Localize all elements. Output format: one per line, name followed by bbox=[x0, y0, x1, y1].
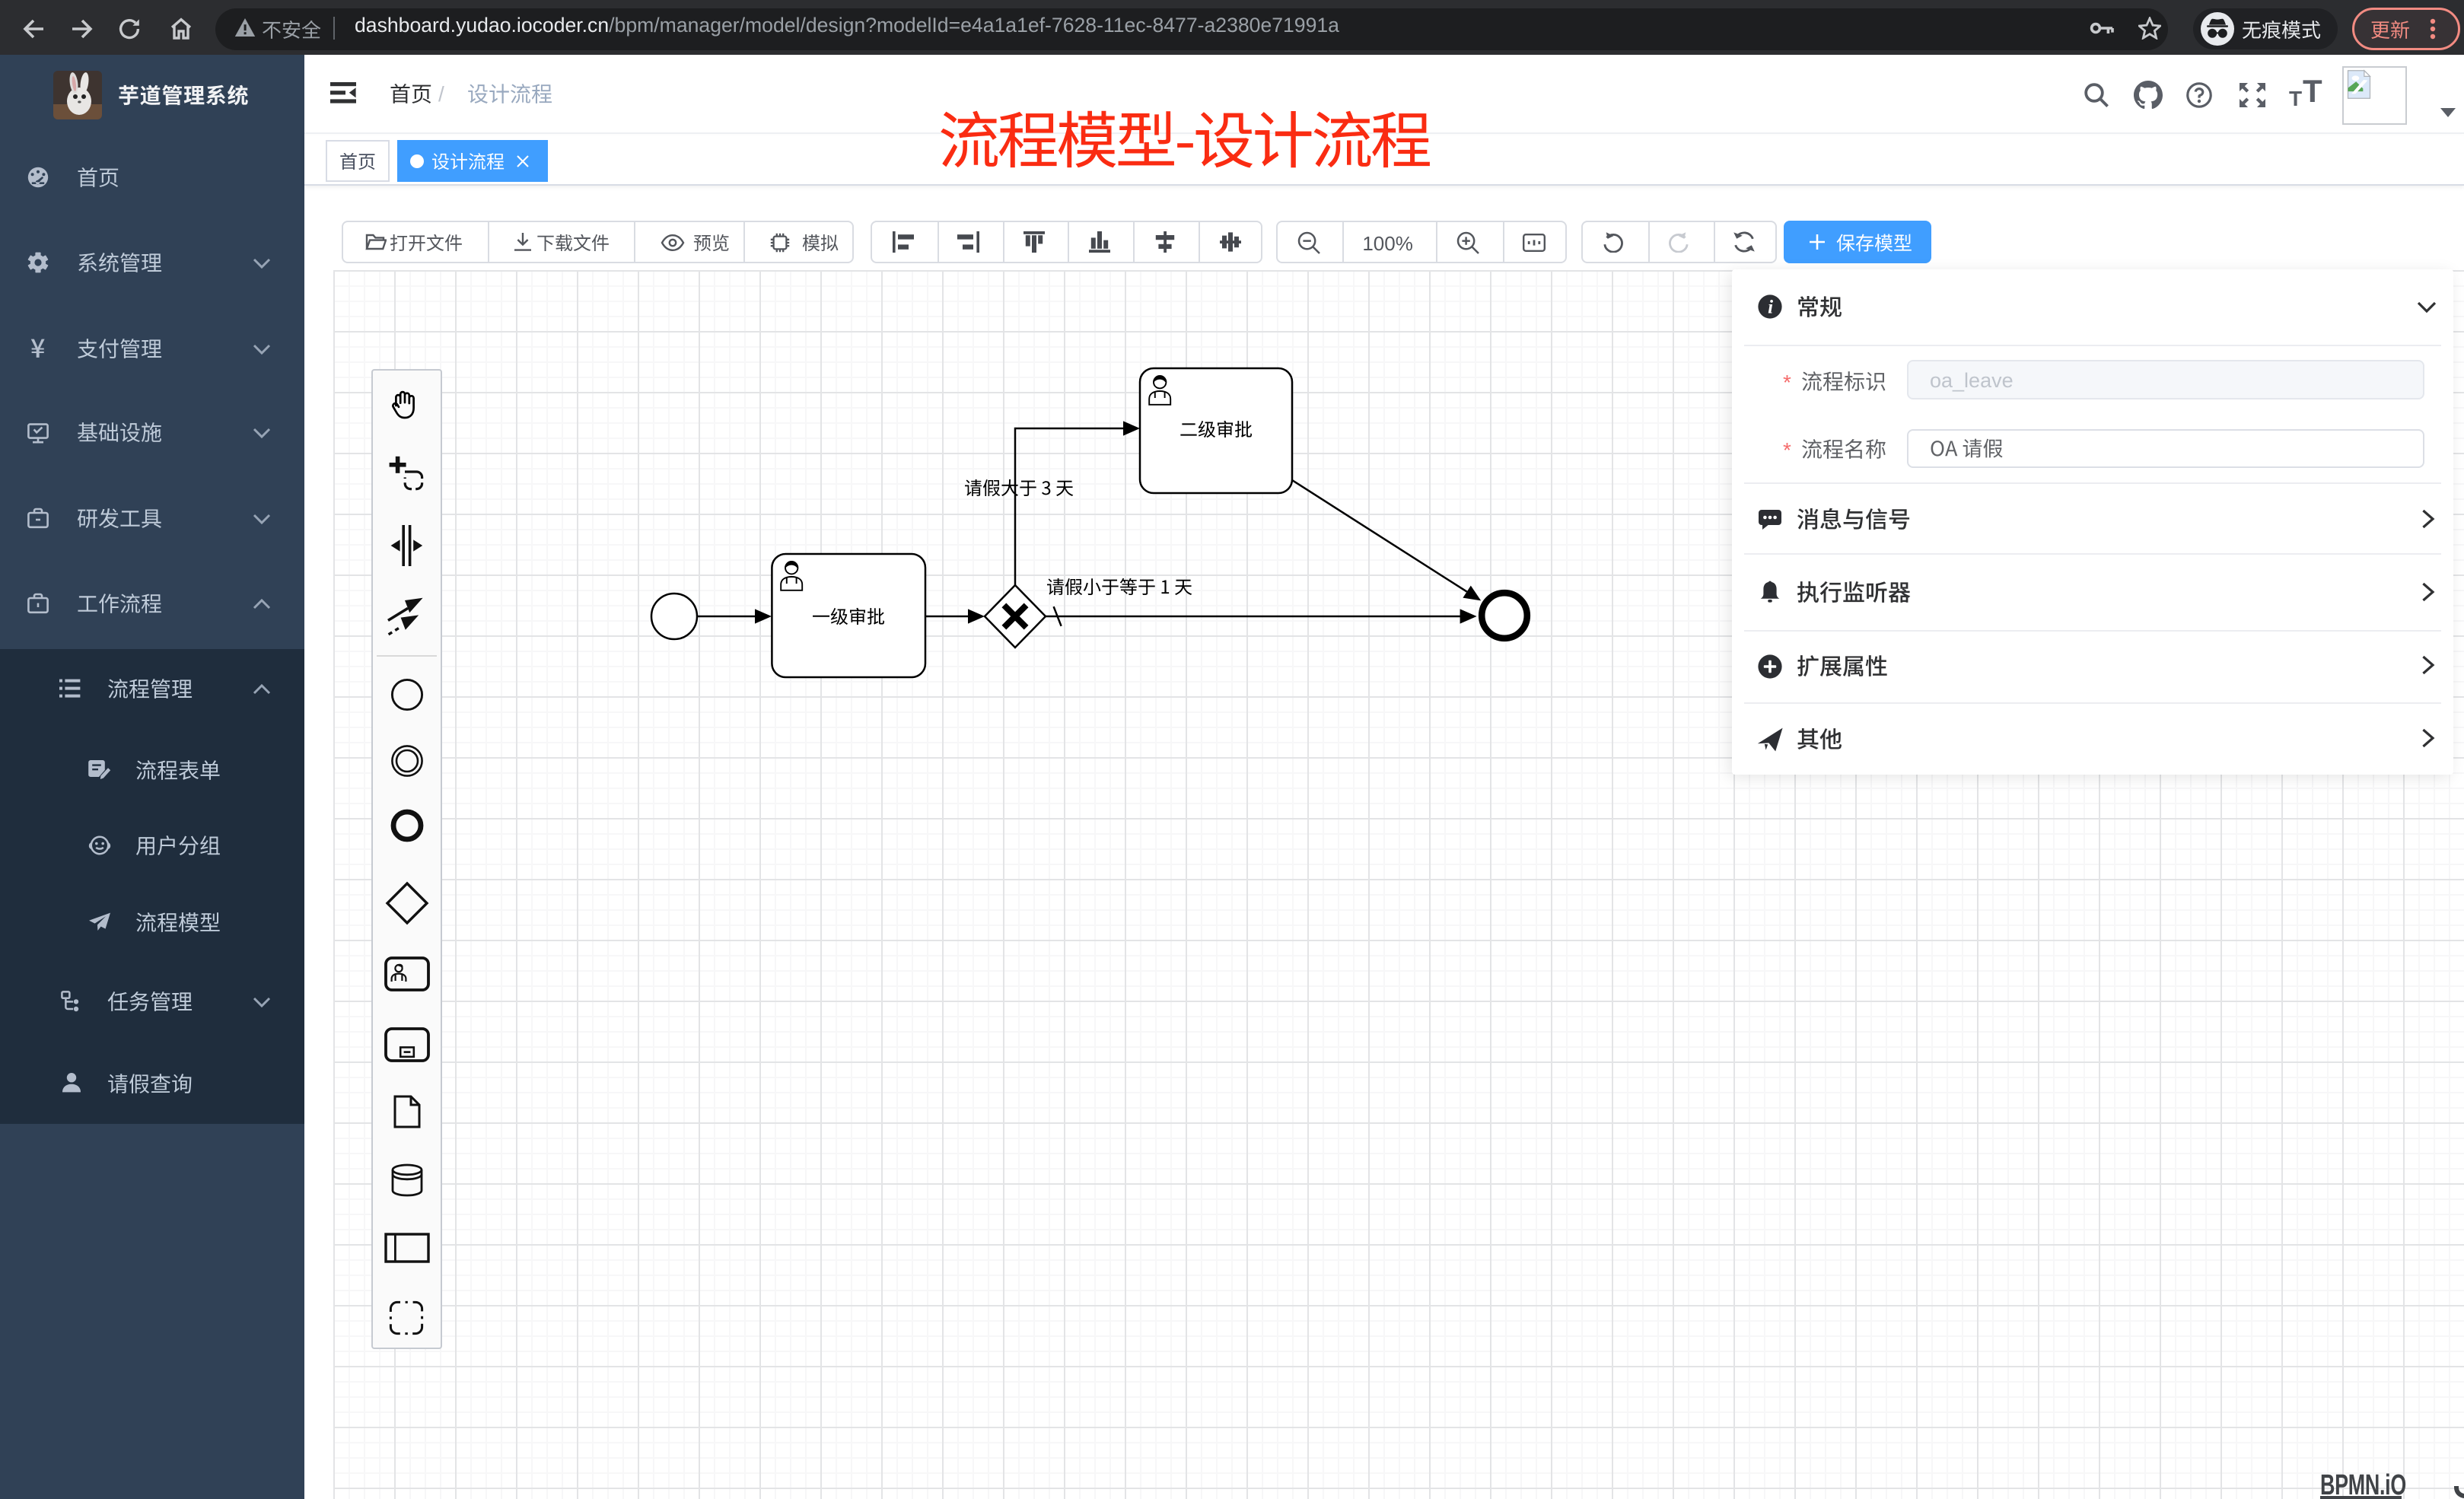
svg-text:i: i bbox=[1768, 297, 1773, 317]
